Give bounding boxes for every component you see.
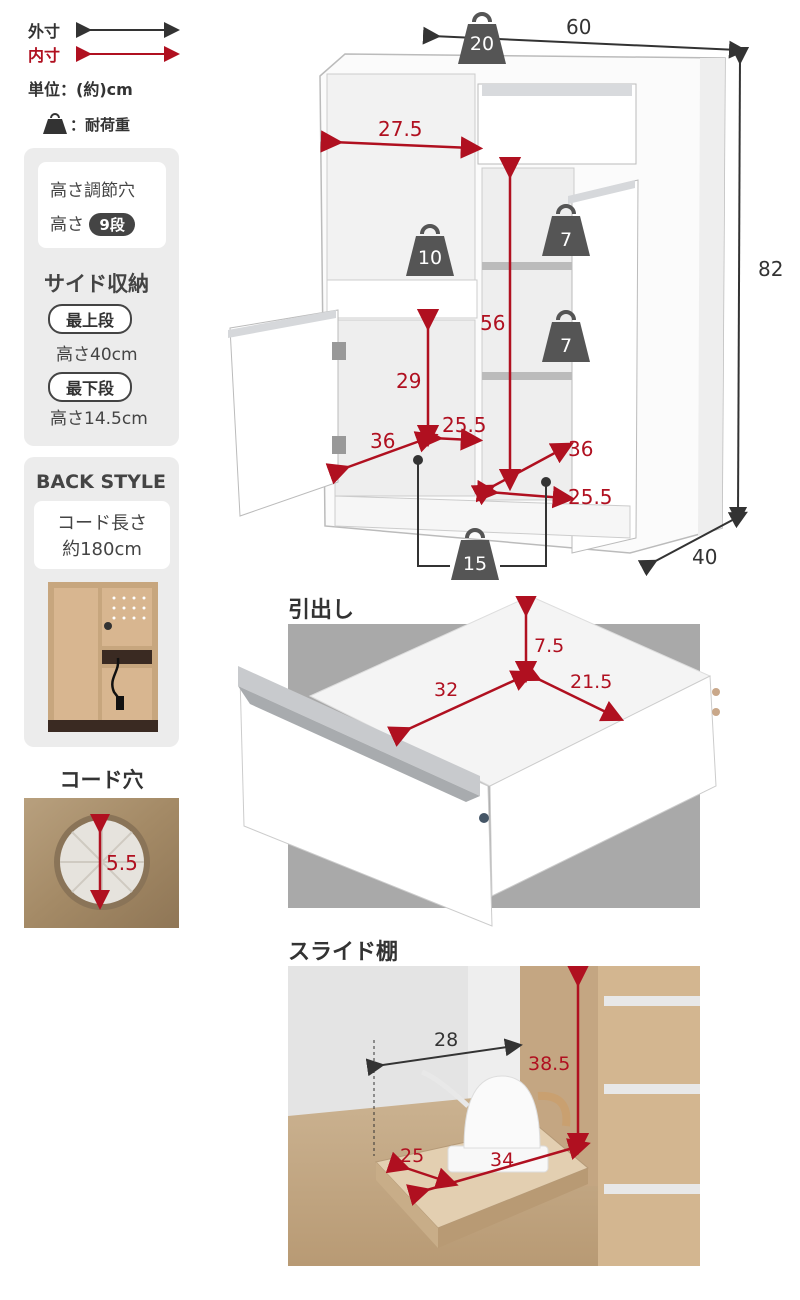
drawer-title: 引出し — [288, 598, 355, 623]
cord-hole-title: コード穴 — [59, 768, 144, 792]
inner-right-width-label: 25.5 — [568, 485, 613, 509]
slide-width-bottom-label: 34 — [490, 1149, 514, 1171]
inner-right-depth-label: 36 — [568, 437, 593, 461]
side-info-panel: 高さ調節穴 高さ 9段 サイド収納 最上段 高さ40cm 最下段 高さ14.5c… — [24, 148, 179, 446]
legend-inner-label: 内寸 — [28, 46, 61, 65]
adjust-line2: 高さ 9段 — [50, 210, 135, 236]
bottom-height: 高さ14.5cm — [50, 409, 148, 429]
slide-shelf-title: スライド棚 — [288, 940, 399, 965]
adjust-line1: 高さ調節穴 — [50, 181, 135, 201]
legend-outer: 外寸 — [28, 18, 60, 42]
top-tier: 最上段 — [48, 304, 133, 334]
cabinet-height-label: 82 — [758, 257, 783, 281]
legend-inner: 内寸 — [28, 42, 60, 66]
legend: 外寸 内寸 単位：(約)cm ：耐荷重 — [28, 18, 188, 134]
top-pill: 最上段 — [48, 304, 133, 334]
cord-hole-image: 5.5 — [24, 798, 179, 928]
inner-lower-depth-label: 36 — [370, 429, 395, 453]
inner-arrow-icon — [76, 46, 180, 62]
back-view-image — [48, 582, 158, 732]
cabinet-diagram: 60 82 40 27.5 29 36 25.5 56 36 25.5 20 1… — [228, 12, 783, 582]
slide-depth-label: 25 — [400, 1145, 424, 1167]
slide-width-top-label: 28 — [434, 1029, 458, 1051]
adjust-card: 高さ調節穴 高さ 9段 — [38, 162, 166, 248]
slide-height-label: 38.5 — [528, 1053, 570, 1075]
cabinet-depth-label: 40 — [692, 545, 717, 569]
inner-right-height-label: 56 — [480, 311, 505, 335]
unit-text: 単位：(約)cm — [28, 80, 133, 99]
load-bottom-label: 15 — [463, 553, 487, 575]
drawer-diagram: 7.5 32 21.5 — [238, 596, 720, 927]
adjust-prefix: 高さ — [50, 215, 84, 235]
inner-lower-height-label: 29 — [396, 369, 421, 393]
load-shelf1-label: 7 — [560, 229, 572, 251]
adjust-badge: 9段 — [89, 213, 135, 236]
cord-hole-diameter: 5.5 — [106, 851, 138, 875]
load-middle-label: 10 — [418, 247, 442, 269]
load-shelf2-label: 7 — [560, 335, 572, 357]
top-height: 高さ40cm — [56, 345, 138, 365]
load-top-label: 20 — [470, 33, 494, 55]
side-storage-title: サイド収納 — [44, 272, 149, 296]
slide-shelf-photo: 28 38.5 25 34 — [288, 966, 700, 1266]
outer-arrow-icon — [76, 22, 180, 38]
legend-outer-label: 外寸 — [28, 22, 61, 41]
back-style-panel: BACK STYLE コード長さ 約180cm — [24, 457, 179, 747]
drawer-depth-label: 21.5 — [570, 671, 612, 693]
inner-lower-width-label: 25.5 — [442, 413, 487, 437]
cord-line2: 約180cm — [62, 539, 142, 560]
cord-length-card: コード長さ 約180cm — [34, 501, 170, 569]
weight-icon — [43, 113, 67, 134]
cord-line1: コード長さ — [57, 513, 147, 534]
cabinet-width-label: 60 — [566, 15, 591, 39]
bottom-pill: 最下段 — [48, 372, 133, 402]
drawer-width-label: 32 — [434, 679, 458, 701]
drawer-height-label: 7.5 — [534, 635, 564, 657]
load-text: ：耐荷重 — [70, 116, 131, 134]
inner-top-width-label: 27.5 — [378, 117, 423, 141]
bottom-tier: 最下段 — [48, 372, 133, 402]
back-style-title: BACK STYLE — [36, 471, 166, 493]
